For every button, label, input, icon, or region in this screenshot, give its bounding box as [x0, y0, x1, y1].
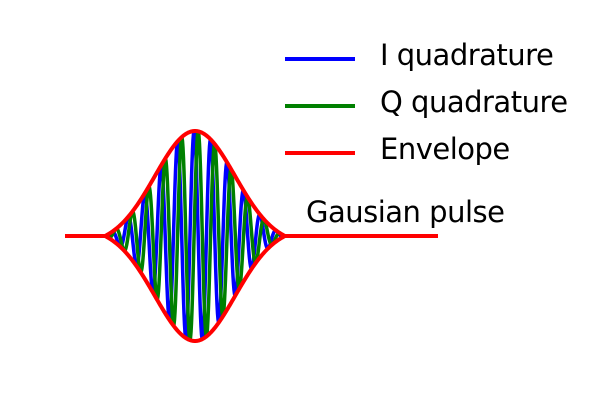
legend-item-envelope: Envelope [285, 130, 585, 177]
legend-label-i-quadrature: I quadrature [380, 38, 554, 72]
legend-swatch-i-quadrature [285, 57, 355, 61]
pulse-label: Gausian pulse [306, 195, 505, 229]
envelope-lower [103, 234, 287, 343]
legend-item-i-quadrature: I quadrature [285, 36, 585, 83]
legend-label-q-quadrature: Q quadrature [380, 85, 568, 119]
legend-label-envelope: Envelope [380, 132, 510, 166]
legend: I quadrature Q quadrature Envelope [285, 36, 585, 177]
legend-swatch-q-quadrature [285, 104, 355, 108]
legend-item-q-quadrature: Q quadrature [285, 83, 585, 130]
envelope-upper [103, 129, 287, 238]
legend-swatch-envelope [285, 151, 355, 155]
waveform-group [65, 129, 438, 343]
i-quadrature-wave [103, 129, 287, 341]
